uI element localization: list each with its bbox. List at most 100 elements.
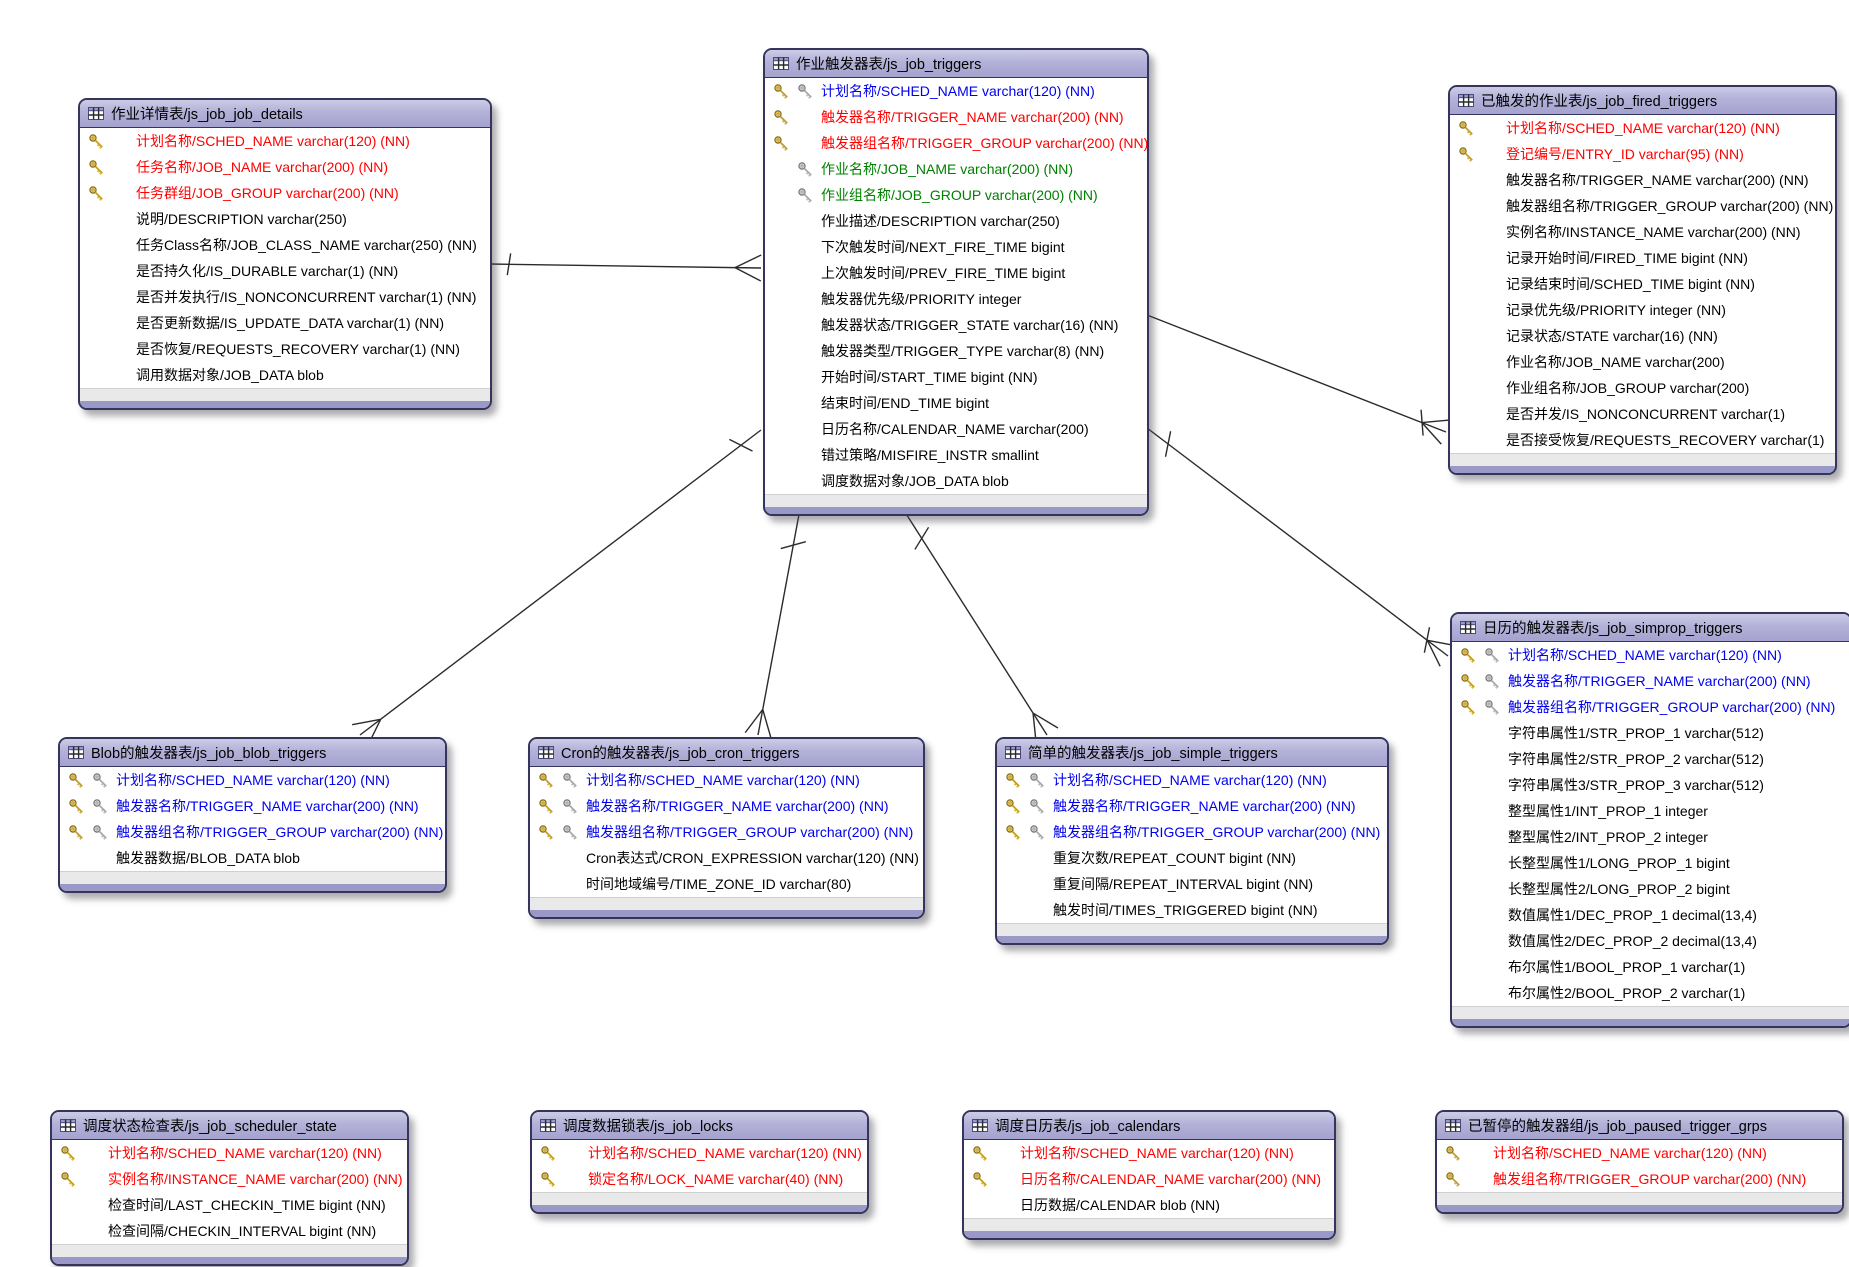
- primary-key-icon: [972, 1171, 996, 1188]
- field-row: 检查间隔/CHECKIN_INTERVAL bigint (NN): [52, 1218, 407, 1244]
- field-label: 作业描述/DESCRIPTION varchar(250): [821, 213, 1060, 229]
- field-label: 触发器数据/BLOB_DATA blob: [116, 850, 300, 866]
- entity-table-bottom-band: [532, 1205, 867, 1212]
- field-label: 触发器类型/TRIGGER_TYPE varchar(8) (NN): [821, 343, 1105, 359]
- field-label: 布尔属性1/BOOL_PROP_1 varchar(1): [1508, 959, 1746, 975]
- entity-table-header[interactable]: 作业详情表/js_job_job_details: [80, 100, 490, 128]
- field-label: 布尔属性2/BOOL_PROP_2 varchar(1): [1508, 985, 1746, 1001]
- field-label: 字符串属性1/STR_PROP_1 varchar(512): [1508, 725, 1764, 741]
- field-row: 触发器名称/TRIGGER_NAME varchar(200) (NN): [1452, 668, 1849, 694]
- entity-table-header[interactable]: 简单的触发器表/js_job_simple_triggers: [997, 739, 1387, 767]
- entity-table-field-list: 计划名称/SCHED_NAME varchar(120) (NN)任务名称/JO…: [80, 128, 490, 388]
- entity-table-bottom-band: [765, 507, 1147, 514]
- primary-key-icon: [1460, 699, 1484, 716]
- field-label: 记录状态/STATE varchar(16) (NN): [1506, 328, 1718, 344]
- entity-table-header[interactable]: 调度数据锁表/js_job_locks: [532, 1112, 867, 1140]
- primary-key-icon: [60, 1145, 84, 1162]
- crowfoot-many-mark: [734, 266, 762, 282]
- primary-key-icon: [88, 185, 112, 202]
- field-label: 记录优先级/PRIORITY integer (NN): [1506, 302, 1726, 318]
- entity-table-header[interactable]: Blob的触发器表/js_job_blob_triggers: [60, 739, 445, 767]
- entity-table-header[interactable]: 调度日历表/js_job_calendars: [964, 1112, 1334, 1140]
- field-label: 实例名称/INSTANCE_NAME varchar(200) (NN): [1506, 224, 1801, 240]
- entity-table-header[interactable]: Cron的触发器表/js_job_cron_triggers: [530, 739, 923, 767]
- cardinality-cross-mark: [729, 438, 753, 452]
- field-row: 触发器组名称/TRIGGER_GROUP varchar(200) (NN): [997, 819, 1387, 845]
- field-row: 结束时间/END_TIME bigint: [765, 390, 1147, 416]
- entity-table-footer: [1452, 1006, 1849, 1019]
- field-row: 触发器状态/TRIGGER_STATE varchar(16) (NN): [765, 312, 1147, 338]
- field-label: 日历数据/CALENDAR blob (NN): [1020, 1197, 1220, 1213]
- primary-key-icon: [773, 135, 797, 152]
- entity-table-js_job_scheduler_state[interactable]: 调度状态检查表/js_job_scheduler_state 计划名称/SCHED…: [50, 1110, 409, 1266]
- field-label: 登记编号/ENTRY_ID varchar(95) (NN): [1506, 146, 1744, 162]
- field-label: 检查时间/LAST_CHECKIN_TIME bigint (NN): [108, 1197, 386, 1213]
- field-row: 记录状态/STATE varchar(16) (NN): [1450, 323, 1835, 349]
- foreign-key-icon: [1029, 824, 1053, 841]
- entity-table-header[interactable]: 已暂停的触发器组/js_job_paused_trigger_grps: [1437, 1112, 1842, 1140]
- entity-table-header[interactable]: 作业触发器表/js_job_triggers: [765, 50, 1147, 78]
- primary-key-icon: [1005, 824, 1029, 841]
- field-row: 重复次数/REPEAT_COUNT bigint (NN): [997, 845, 1387, 871]
- entity-table-js_job_cron_triggers[interactable]: Cron的触发器表/js_job_cron_triggers 计划名称/SCHED…: [528, 737, 925, 919]
- field-row: 长整型属性2/LONG_PROP_2 bigint: [1452, 876, 1849, 902]
- crowfoot-many-mark: [762, 709, 772, 738]
- field-row: 整型属性2/INT_PROP_2 integer: [1452, 824, 1849, 850]
- field-row: 记录结束时间/SCHED_TIME bigint (NN): [1450, 271, 1835, 297]
- field-label: 是否并发/IS_NONCONCURRENT varchar(1): [1506, 406, 1785, 422]
- field-row: 触发器名称/TRIGGER_NAME varchar(200) (NN): [60, 793, 445, 819]
- entity-table-field-list: 计划名称/SCHED_NAME varchar(120) (NN)锁定名称/LO…: [532, 1140, 867, 1192]
- entity-table-footer: [765, 494, 1147, 507]
- field-row: 触发器名称/TRIGGER_NAME varchar(200) (NN): [1450, 167, 1835, 193]
- entity-table-header[interactable]: 日历的触发器表/js_job_simprop_triggers: [1452, 614, 1849, 642]
- field-row: 字符串属性3/STR_PROP_3 varchar(512): [1452, 772, 1849, 798]
- relationship-line-triggers-to-cron: [757, 508, 801, 736]
- field-row: 时间地域编号/TIME_ZONE_ID varchar(80): [530, 871, 923, 897]
- field-label: 检查间隔/CHECKIN_INTERVAL bigint (NN): [108, 1223, 377, 1239]
- primary-key-icon: [540, 1145, 564, 1162]
- field-label: 计划名称/SCHED_NAME varchar(120) (NN): [1508, 647, 1782, 663]
- cardinality-one-mark: [506, 253, 512, 276]
- entity-table-js_job_paused_trigger_grps[interactable]: 已暂停的触发器组/js_job_paused_trigger_grps 计划名称/…: [1435, 1110, 1844, 1214]
- foreign-key-icon: [1029, 798, 1053, 815]
- field-row: 是否持久化/IS_DURABLE varchar(1) (NN): [80, 258, 490, 284]
- field-row: 调度数据对象/JOB_DATA blob: [765, 468, 1147, 494]
- cardinality-cross-mark: [1423, 627, 1431, 653]
- field-label: 触发器名称/TRIGGER_NAME varchar(200) (NN): [1508, 673, 1811, 689]
- field-label: 计划名称/SCHED_NAME varchar(120) (NN): [1053, 772, 1327, 788]
- table-grid-icon: [88, 107, 104, 120]
- relationship-line-triggers-to-fired: [1146, 314, 1447, 433]
- field-label: 数值属性1/DEC_PROP_1 decimal(13,4): [1508, 907, 1757, 923]
- primary-key-icon: [68, 798, 92, 815]
- field-label: 数值属性2/DEC_PROP_2 decimal(13,4): [1508, 933, 1757, 949]
- entity-table-header[interactable]: 已触发的作业表/js_job_fired_triggers: [1450, 87, 1835, 115]
- field-row: 触发器名称/TRIGGER_NAME varchar(200) (NN): [530, 793, 923, 819]
- field-label: 触发器组名称/TRIGGER_GROUP varchar(200) (NN): [116, 824, 444, 840]
- entity-table-bottom-band: [530, 910, 923, 917]
- primary-key-icon: [68, 824, 92, 841]
- field-label: 任务名称/JOB_NAME varchar(200) (NN): [136, 159, 389, 175]
- field-row: 字符串属性1/STR_PROP_1 varchar(512): [1452, 720, 1849, 746]
- primary-key-icon: [540, 1171, 564, 1188]
- field-row: 触发器组名称/TRIGGER_GROUP varchar(200) (NN): [530, 819, 923, 845]
- entity-table-js_job_simple_triggers[interactable]: 简单的触发器表/js_job_simple_triggers 计划名称/SCHED…: [995, 737, 1389, 945]
- field-label: 计划名称/SCHED_NAME varchar(120) (NN): [108, 1145, 382, 1161]
- entity-table-header[interactable]: 调度状态检查表/js_job_scheduler_state: [52, 1112, 407, 1140]
- field-label: 触发器状态/TRIGGER_STATE varchar(16) (NN): [821, 317, 1119, 333]
- field-label: 触发器组名称/TRIGGER_GROUP varchar(200) (NN): [1053, 824, 1381, 840]
- field-label: 计划名称/SCHED_NAME varchar(120) (NN): [586, 772, 860, 788]
- field-row: 检查时间/LAST_CHECKIN_TIME bigint (NN): [52, 1192, 407, 1218]
- field-label: 计划名称/SCHED_NAME varchar(120) (NN): [1493, 1145, 1767, 1161]
- entity-table-js_job_simprop_triggers[interactable]: 日历的触发器表/js_job_simprop_triggers 计划名称/SCHE…: [1450, 612, 1849, 1028]
- field-row: 布尔属性2/BOOL_PROP_2 varchar(1): [1452, 980, 1849, 1006]
- entity-table-footer: [1437, 1192, 1842, 1205]
- field-label: 开始时间/START_TIME bigint (NN): [821, 369, 1038, 385]
- foreign-key-icon: [797, 83, 821, 100]
